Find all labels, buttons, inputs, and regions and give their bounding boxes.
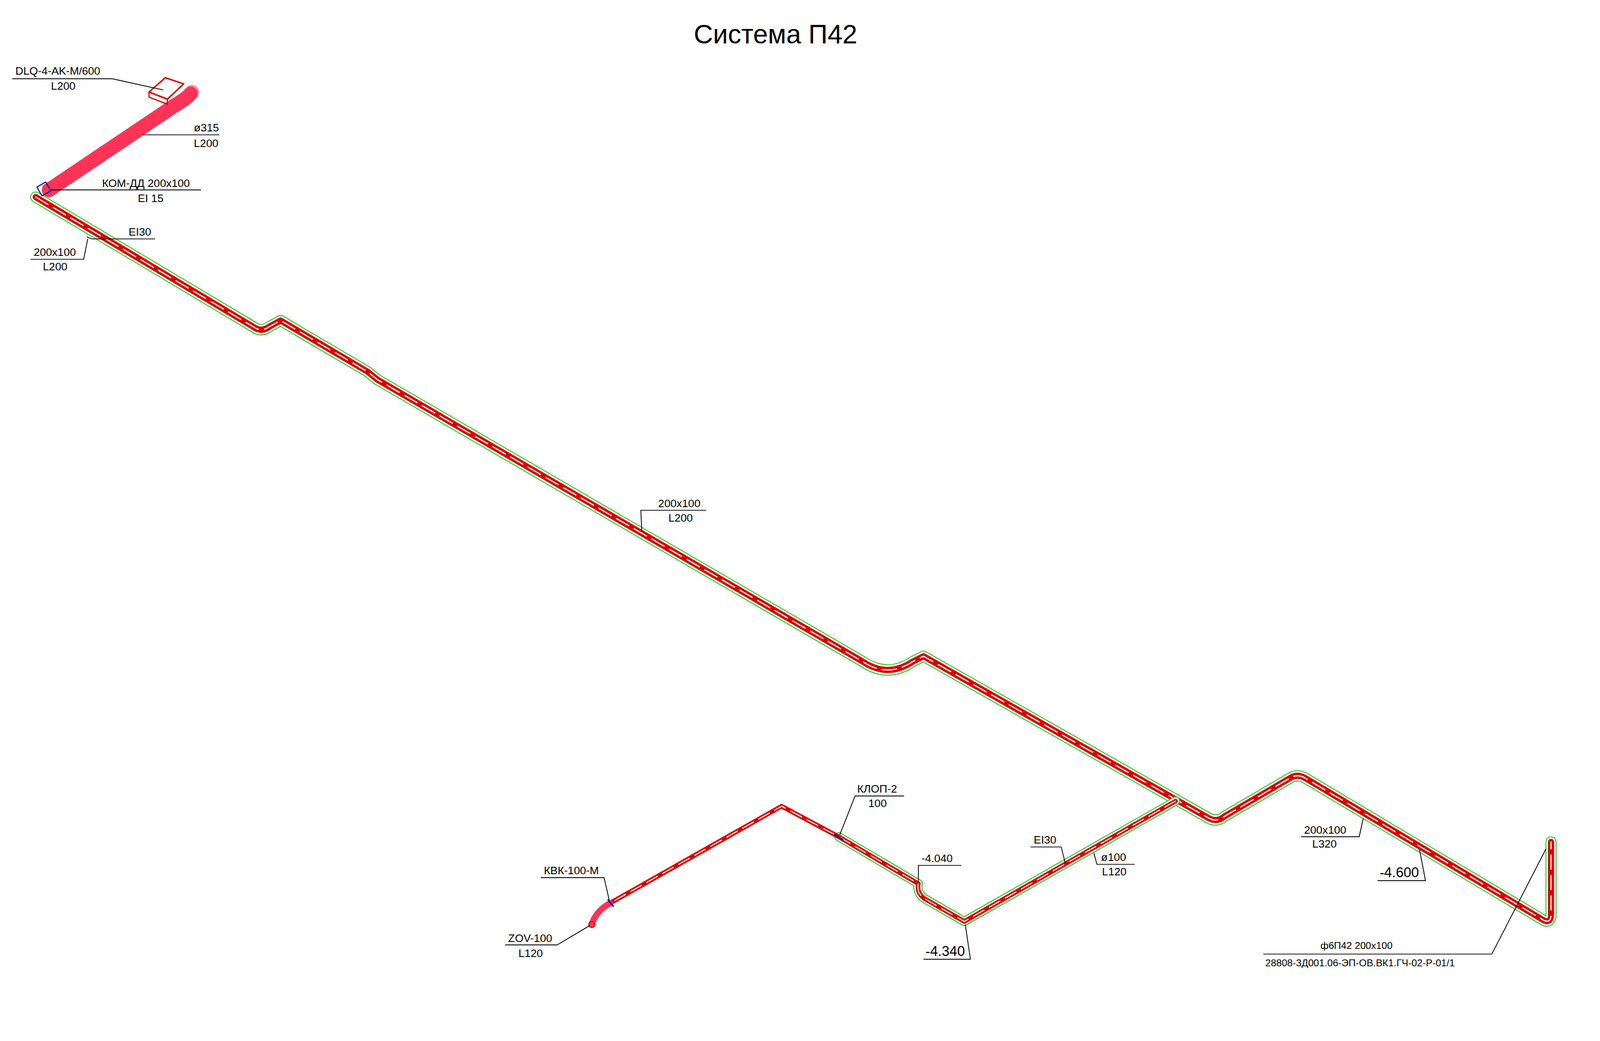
duct-label: 28808-3Д001.06-ЭП-ОВ.ВК1.ГЧ-02-Р-01/1	[1265, 958, 1455, 970]
duct-label: -4.040	[921, 852, 953, 866]
duct-label: КВК-100-М	[543, 865, 599, 878]
duct-label: L320	[1312, 838, 1337, 851]
duct-label: L200	[668, 512, 693, 525]
duct-label: L120	[518, 947, 543, 961]
duct-label: L120	[1101, 866, 1127, 879]
duct-label: -4.340	[925, 943, 965, 959]
duct-label: L200	[50, 80, 76, 93]
duct-label: EI30	[128, 226, 152, 239]
duct-label: ZOV-100	[508, 932, 553, 946]
duct-label: 200x100	[33, 246, 76, 259]
duct-label: КОМ-ДД 200x100	[101, 177, 190, 190]
duct-label: EI 15	[137, 192, 164, 205]
duct-label: EI30	[1033, 834, 1057, 847]
duct-label: ø100	[1100, 851, 1126, 864]
duct-label: ф6П42 200x100	[1320, 941, 1393, 953]
duct-label: 200x100	[658, 498, 701, 511]
duct-label: 100	[868, 797, 888, 811]
duct-label: ø315	[193, 122, 219, 135]
duct-label: 200x100	[1304, 824, 1347, 837]
duct-label: L200	[42, 261, 68, 274]
duct-label: DLQ-4-AK-M/600	[15, 65, 101, 78]
duct-label: -4.600	[1379, 865, 1419, 881]
duct-label: L200	[193, 137, 219, 150]
duct-label: КЛОП-2	[857, 783, 897, 796]
title: Система П42	[693, 18, 858, 50]
